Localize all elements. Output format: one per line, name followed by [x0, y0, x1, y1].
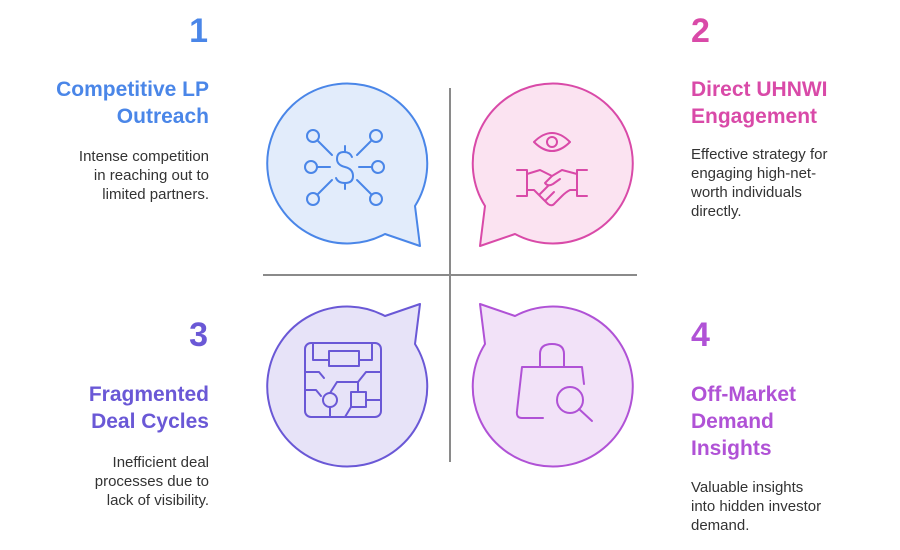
- desc-line: Valuable insights: [691, 479, 804, 496]
- quadrant-3-title: Fragmented Deal Cycles: [20, 381, 209, 435]
- desc-line: limited partners.: [102, 186, 209, 203]
- quadrant-2-title: Direct UHNWI Engagement: [691, 76, 881, 130]
- desc-line: directly.: [691, 203, 742, 220]
- title-line: Demand: [691, 410, 774, 433]
- quadrant-4-description: Valuable insights into hidden investor d…: [691, 478, 886, 535]
- quadrant-3-description: Inefficient deal processes due to lack o…: [20, 453, 209, 510]
- bubble-3-shape: [266, 303, 429, 468]
- bubble-1: [266, 82, 429, 247]
- bubble-1-shape: [266, 82, 429, 247]
- bubble-2-shape: [471, 82, 634, 247]
- quadrant-2-number: 2: [691, 12, 710, 50]
- title-line: Engagement: [691, 105, 818, 128]
- bag-search-icon: [515, 343, 593, 422]
- bubble-4: [471, 303, 634, 468]
- desc-line: in reaching out to: [93, 167, 209, 184]
- desc-line: demand.: [691, 517, 750, 534]
- title-line: Fragmented: [88, 383, 209, 406]
- quadrant-1-number: 1: [189, 12, 208, 50]
- quadrant-2-description: Effective strategy for engaging high-net…: [691, 145, 886, 221]
- title-line: Competitive LP: [56, 78, 209, 101]
- desc-line: worth individuals: [691, 184, 802, 201]
- bubble-3: [266, 303, 429, 468]
- eye-handshake-icon: [516, 132, 588, 207]
- desc-line: Inefficient deal: [112, 454, 209, 471]
- desc-line: processes due to: [94, 473, 209, 490]
- title-line: Outreach: [116, 105, 209, 128]
- desc-line: into hidden investor: [691, 498, 822, 515]
- quadrant-3-number: 3: [189, 316, 208, 354]
- title-line: Deal Cycles: [91, 410, 209, 433]
- quadrant-4-number: 4: [691, 316, 710, 354]
- bubble-4-shape: [471, 303, 634, 468]
- desc-line: Effective strategy for: [691, 146, 828, 163]
- bubble-2: [471, 82, 634, 247]
- quadrant-1-description: Intense competition in reaching out to l…: [20, 147, 209, 204]
- title-line: Off-Market: [691, 383, 797, 406]
- desc-line: Intense competition: [78, 148, 209, 165]
- network-dollar-icon: [304, 129, 385, 206]
- desc-line: lack of visibility.: [106, 492, 209, 509]
- title-line: Insights: [691, 437, 772, 460]
- title-line: Direct UHNWI: [691, 78, 828, 101]
- circuit-chip-icon: [304, 342, 382, 418]
- quadrant-1-title: Competitive LP Outreach: [20, 76, 209, 130]
- quadrant-4-title: Off-Market Demand Insights: [691, 381, 881, 462]
- desc-line: engaging high-net-: [691, 165, 817, 182]
